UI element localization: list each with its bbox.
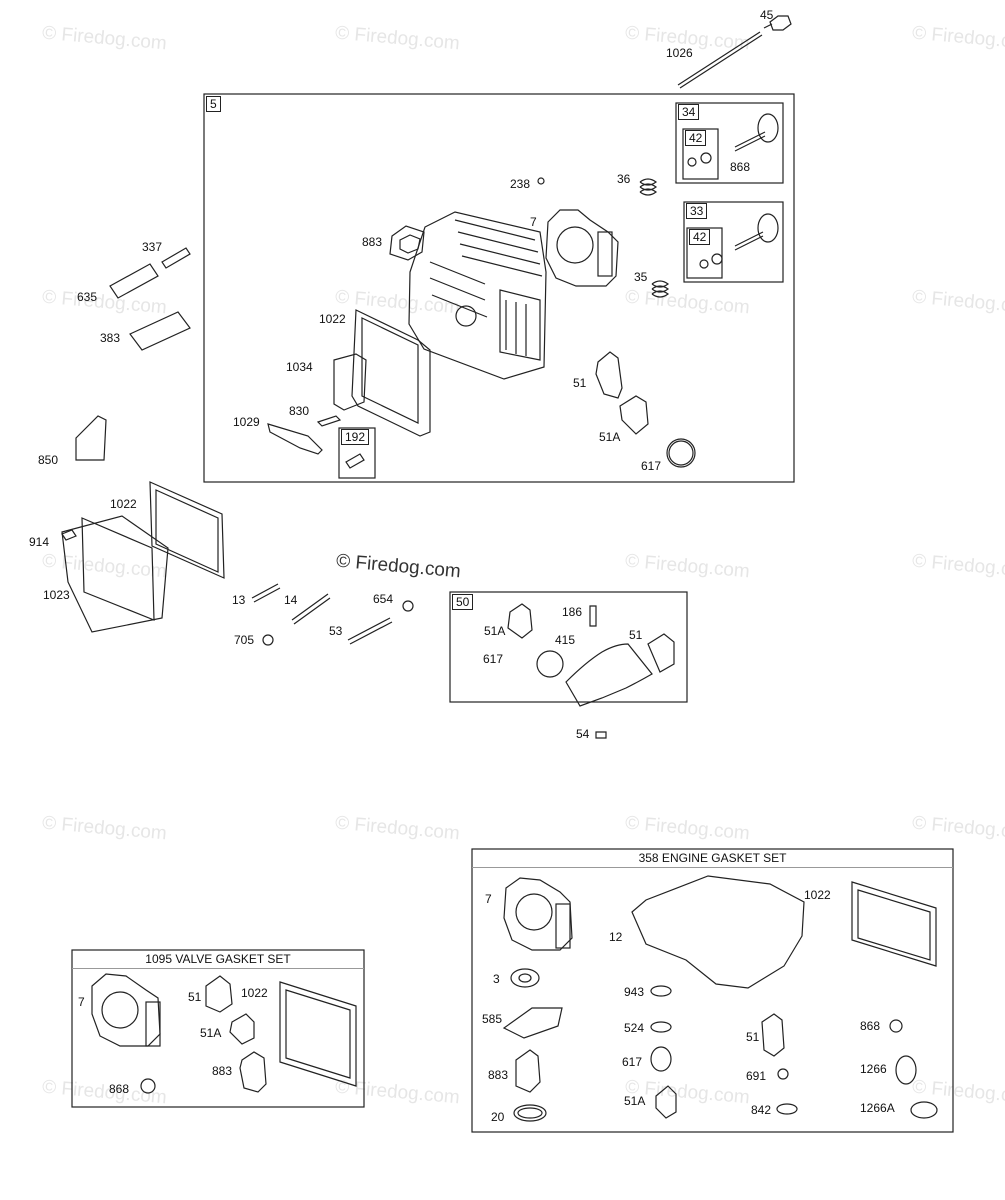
part-label[interactable]: 914 (29, 535, 50, 549)
part-label[interactable]: 51 (573, 376, 587, 390)
part-label[interactable]: 1022 (804, 888, 831, 902)
cylinder-head-box (203, 93, 795, 483)
part-label[interactable]: 617 (622, 1055, 643, 1069)
valve-gasket-set-box (71, 949, 365, 1108)
part-label[interactable]: 7 (485, 892, 492, 906)
part-label[interactable]: 691 (746, 1069, 767, 1083)
part-label[interactable]: 7 (78, 995, 85, 1009)
part-label[interactable]: 12 (609, 930, 623, 944)
part-label[interactable]: 617 (641, 459, 662, 473)
part-label[interactable]: 45 (760, 8, 774, 22)
part-label[interactable]: 943 (624, 985, 645, 999)
part-label[interactable]: 238 (510, 177, 531, 191)
part-label[interactable]: 1022 (241, 986, 268, 1000)
part-label[interactable]: 1023 (43, 588, 70, 602)
part-label[interactable]: 51A (200, 1026, 222, 1040)
part-label[interactable]: 654 (373, 592, 394, 606)
valve-spring-drawing (639, 178, 670, 298)
part-label[interactable]: 186 (562, 605, 583, 619)
part-label[interactable]: 868 (860, 1019, 881, 1033)
part-label[interactable]: 51 (629, 628, 643, 642)
engine-gasket-set-title: 358 ENGINE GASKET SET (472, 849, 953, 868)
box-number-cylinder-head: 5 (206, 96, 221, 112)
part-label[interactable]: 1266A (860, 1101, 895, 1115)
part-label[interactable]: 53 (329, 624, 343, 638)
part-label[interactable]: 1266 (860, 1062, 887, 1076)
part-label[interactable]: 20 (491, 1110, 505, 1124)
part-label[interactable]: 1029 (233, 415, 260, 429)
valve-gasket-set-title: 1095 VALVE GASKET SET (72, 950, 364, 969)
part-label[interactable]: 7 (530, 215, 537, 229)
part-label[interactable]: 36 (617, 172, 631, 186)
valve-gasket-set: 1095 VALVE GASKET SET (72, 950, 364, 1107)
push-rod-drawing (677, 15, 792, 89)
part-label[interactable]: 524 (624, 1021, 645, 1035)
part-label[interactable]: 842 (751, 1103, 772, 1117)
part-label[interactable]: 51 (746, 1030, 760, 1044)
part-label[interactable]: 868 (109, 1082, 130, 1096)
box-number-breather: 192 (341, 429, 370, 445)
box-number-exhaust-keeper: 42 (685, 130, 707, 146)
part-label[interactable]: 883 (488, 1068, 509, 1082)
part-label[interactable]: 850 (38, 453, 59, 467)
crankcase-gasket-drawing (631, 875, 805, 989)
part-label[interactable]: 883 (362, 235, 383, 249)
valve-cover-drawing (61, 515, 169, 633)
part-label[interactable]: 1026 (666, 46, 693, 60)
part-label[interactable]: 51A (624, 1094, 646, 1108)
part-label[interactable]: 1034 (286, 360, 313, 374)
intake-manifold-box (449, 591, 688, 703)
part-label[interactable]: 51A (599, 430, 621, 444)
part-label[interactable]: 1022 (110, 497, 137, 511)
part-label[interactable]: 54 (576, 727, 590, 741)
part-label[interactable]: 415 (555, 633, 576, 647)
part-label[interactable]: 830 (289, 404, 310, 418)
part-label[interactable]: 13 (232, 593, 246, 607)
part-label[interactable]: 51A (484, 624, 506, 638)
part-label[interactable]: 383 (100, 331, 121, 345)
part-label[interactable]: 337 (142, 240, 163, 254)
engine-gasket-set: 358 ENGINE GASKET SET (472, 849, 953, 1132)
part-label[interactable]: 14 (284, 593, 298, 607)
part-label[interactable]: 705 (234, 633, 255, 647)
box-number-intake-valve: 33 (686, 203, 708, 219)
part-label[interactable]: 1022 (319, 312, 346, 326)
box-number-intake-keeper: 42 (689, 229, 711, 245)
box-number-intake-manifold: 50 (452, 594, 474, 610)
part-label[interactable]: 883 (212, 1064, 233, 1078)
box-number-exhaust-valve: 34 (678, 104, 700, 120)
cylinder-head-drawing (408, 211, 547, 380)
part-label[interactable]: 635 (77, 290, 98, 304)
engine-gasket-set-box (471, 848, 954, 1133)
part-label[interactable]: 617 (483, 652, 504, 666)
part-label[interactable]: 585 (482, 1012, 503, 1026)
part-label[interactable]: 3 (493, 972, 500, 986)
part-label[interactable]: 51 (188, 990, 202, 1004)
part-label[interactable]: 35 (634, 270, 648, 284)
part-label[interactable]: 868 (730, 160, 751, 174)
